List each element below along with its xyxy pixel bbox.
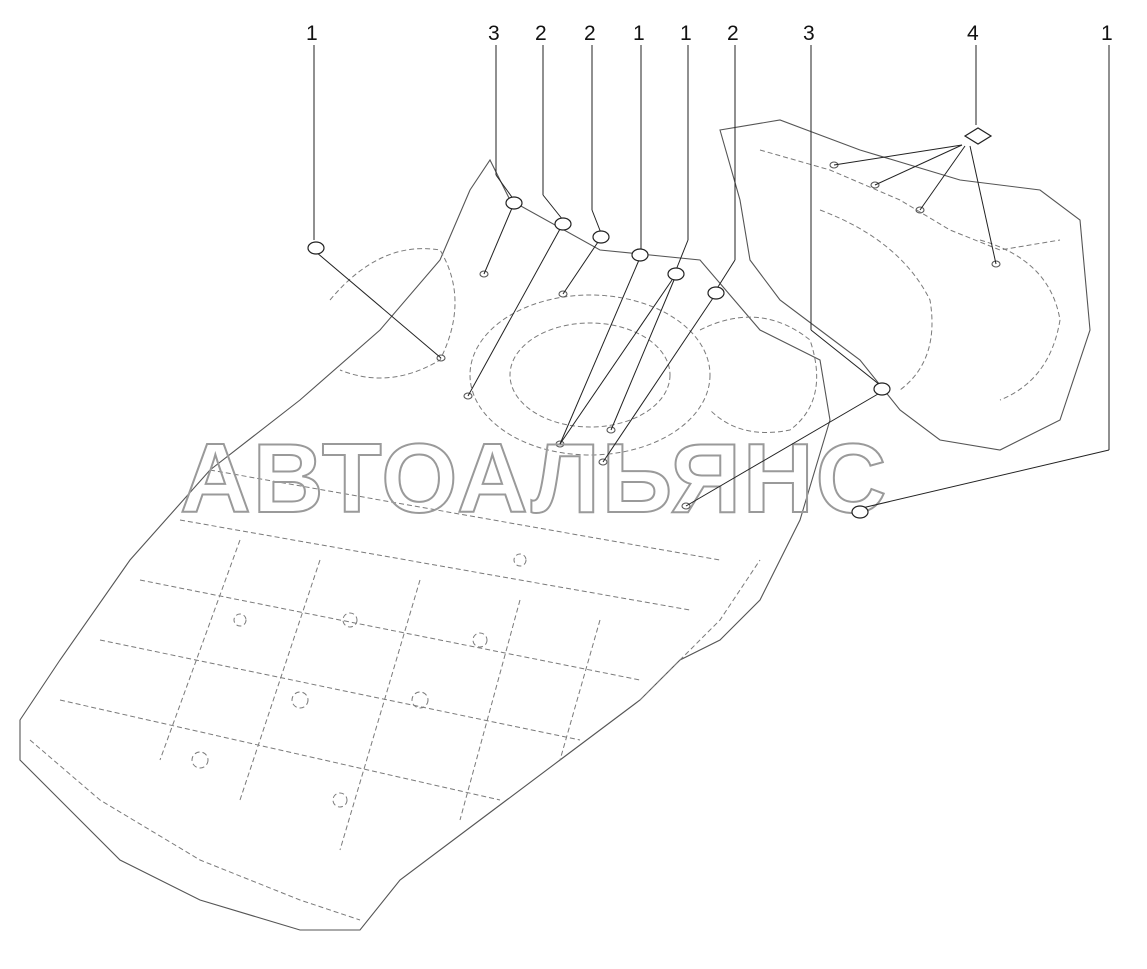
- plug-marker: [592, 230, 610, 244]
- callout-1-left: 1: [306, 22, 442, 359]
- plug-marker: [554, 217, 572, 231]
- plug-marker: [851, 505, 869, 519]
- plug-marker: [707, 286, 725, 300]
- callout-number: 3: [488, 22, 500, 45]
- callout-2-c: 2: [602, 22, 739, 463]
- floor-pan-body: [19, 119, 1091, 931]
- callout-number: 1: [633, 22, 645, 45]
- callout-number: 2: [727, 22, 739, 45]
- watermark-text: АВТОАЛЬЯНС: [180, 423, 888, 533]
- callout-number: 2: [584, 22, 596, 45]
- callout-number: 1: [1101, 22, 1113, 45]
- callout-1-b: 1: [559, 22, 649, 445]
- callout-2-a: 2: [467, 22, 572, 397]
- plug-marker: [873, 382, 891, 396]
- plug-marker: [307, 241, 325, 255]
- callout-1-c: 1: [559, 22, 692, 445]
- callout-number: 1: [306, 22, 318, 45]
- square-marker: [963, 127, 993, 145]
- callout-1-right: 1: [851, 22, 1113, 519]
- callout-3-right: 3: [685, 22, 891, 507]
- callout-4: 4: [833, 22, 997, 265]
- callouts: 1 3 2 2: [306, 22, 1113, 519]
- callout-number: 1: [680, 22, 692, 45]
- plug-marker: [505, 196, 523, 210]
- callout-2-b: 2: [562, 22, 610, 295]
- plug-marker: [667, 267, 685, 281]
- callout-number: 4: [967, 22, 979, 45]
- plug-marker: [631, 248, 649, 262]
- callout-number: 3: [803, 22, 815, 45]
- callout-3-left: 3: [483, 22, 523, 275]
- callout-number: 2: [535, 22, 547, 45]
